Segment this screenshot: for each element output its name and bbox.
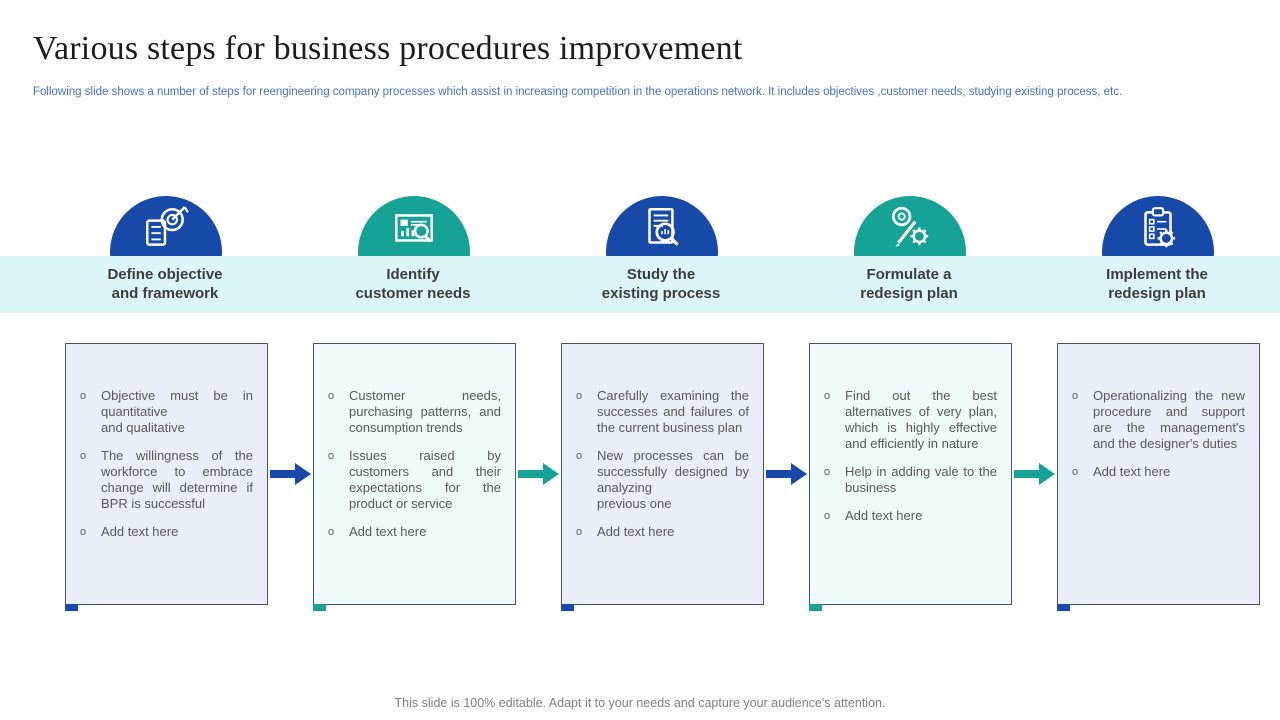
flow-arrow-1 [270,463,311,485]
flow-arrow-2 [518,463,559,485]
box-corner-accent [65,604,78,611]
bullet-marker: o [328,526,335,538]
box-corner-accent [809,604,822,611]
slide-footer-note: This slide is 100% editable. Adapt it to… [394,696,886,710]
step-label-band: Define objective and framework Identify … [0,256,1280,313]
step-label-3: Study the existing process [601,266,721,302]
step-label-4: Formulate a redesign plan [860,266,958,302]
bullet-marker: o [576,390,583,402]
step-label-2: Identify customer needs [355,266,471,302]
bullet-marker: o [824,466,831,478]
bullet-marker: o [576,450,583,462]
bullet-marker: o [824,510,831,522]
bullet-marker: o [80,526,87,538]
bullet-marker: o [328,390,335,402]
box-corner-accent [1057,604,1070,611]
box-corner-accent [313,604,326,611]
bullet-marker: o [824,390,831,402]
bullet-marker: o [1072,466,1079,478]
bullet-marker: o [576,526,583,538]
box-corner-accent [561,604,574,611]
bullet-marker: o [1072,390,1079,402]
bullet-marker: o [80,450,87,462]
flow-arrow-3 [766,463,807,485]
step-label-5: Implement the redesign plan [1106,266,1208,302]
bullet-marker: o [80,390,87,402]
flow-arrow-4 [1014,463,1055,485]
step-label-1: Define objective and framework [107,266,223,302]
slide-subtitle: Following slide shows a number of steps … [33,86,1123,98]
bullet-marker: o [328,450,335,462]
slide-title: Various steps for business procedures im… [33,30,743,67]
